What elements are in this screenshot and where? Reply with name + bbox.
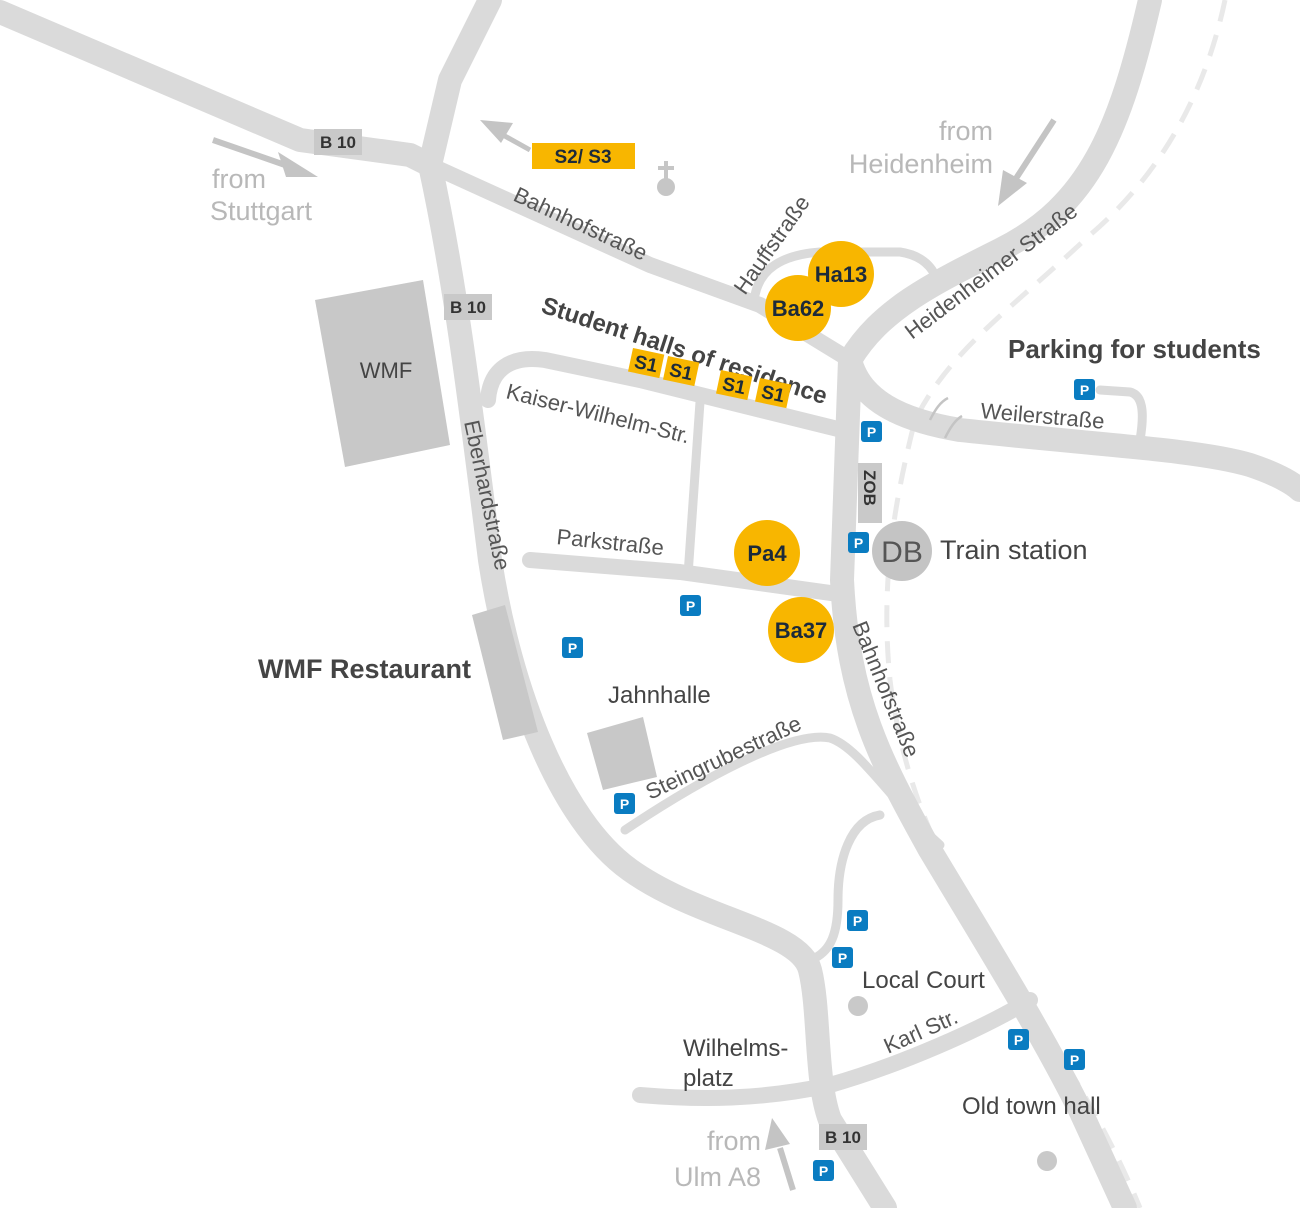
building-pa4[interactable]: Pa4	[734, 520, 800, 586]
svg-text:Pa4: Pa4	[747, 541, 787, 566]
local-court-dot	[848, 996, 868, 1016]
db-logo-icon: DB	[872, 521, 932, 581]
route-badge-b10-1: B 10	[314, 129, 362, 155]
wmf-building	[315, 280, 450, 467]
road-heidenheimer	[838, 0, 1162, 372]
svg-text:S1: S1	[759, 382, 787, 407]
svg-text:P: P	[853, 913, 862, 929]
road-court-loop	[810, 810, 885, 963]
road-kaiser-wilhelm	[480, 351, 858, 440]
tag-s1-3: S1	[716, 370, 753, 401]
parking-icon[interactable]: P	[1074, 379, 1095, 400]
road-karl	[632, 992, 1038, 1106]
from-heidenheim-line2: Heidenheim	[849, 149, 993, 179]
svg-text:S1: S1	[632, 352, 660, 377]
parking-icon[interactable]: P	[848, 532, 869, 553]
road-bahnhofstrasse-south	[830, 348, 1137, 1208]
svg-text:S1: S1	[720, 374, 748, 399]
from-stuttgart-line1: from	[212, 164, 266, 194]
road-weiler	[838, 348, 1300, 502]
road-b10-main	[418, 153, 897, 1208]
buildings: WMF	[315, 280, 657, 790]
road-parking-spur	[1095, 385, 1147, 445]
svg-text:P: P	[686, 598, 695, 614]
parking-icon[interactable]: P	[614, 793, 635, 814]
label-train-station: Train station	[940, 535, 1088, 565]
from-heidenheim-line1: from	[939, 116, 993, 146]
svg-text:S1: S1	[667, 360, 695, 385]
tag-s1-2: S1	[663, 356, 700, 387]
road-kaiser-link	[683, 397, 705, 580]
label-wilhelmsplatz-line1: Wilhelms-	[683, 1035, 788, 1062]
svg-text:P: P	[1080, 382, 1089, 398]
church-cross-icon	[657, 161, 675, 196]
svg-text:P: P	[620, 796, 629, 812]
from-stuttgart-line2: Stuttgart	[210, 196, 313, 226]
parking-icon[interactable]: P	[1008, 1029, 1029, 1050]
jahnhalle-building	[587, 717, 657, 790]
parking-icon[interactable]: P	[1064, 1049, 1085, 1070]
road-parkstrasse	[522, 552, 853, 603]
svg-text:Ba62: Ba62	[772, 296, 825, 321]
svg-text:P: P	[838, 950, 847, 966]
svg-text:B 10: B 10	[320, 133, 356, 152]
label-steingrubestrasse: Steingrubestraße	[642, 711, 806, 805]
svg-text:P: P	[867, 424, 876, 440]
label-jahnhalle: Jahnhalle	[608, 682, 711, 709]
svg-text:DB: DB	[881, 536, 923, 569]
direction-arrow-icon	[765, 1118, 796, 1191]
label-wilhelmsplatz-line2: platz	[683, 1065, 734, 1092]
direction-arrow-icon	[998, 118, 1057, 206]
label-local-court: Local Court	[862, 967, 985, 994]
svg-text:ZOB: ZOB	[860, 470, 879, 506]
svg-text:P: P	[819, 1163, 828, 1179]
route-badge-b10-2: B 10	[444, 294, 492, 320]
label-bahnhofstrasse-north: Bahnhofstraße	[510, 182, 651, 266]
label-wmf-restaurant: WMF Restaurant	[258, 654, 471, 684]
label-old-town-hall: Old town hall	[962, 1093, 1101, 1120]
tag-s1-1: S1	[628, 348, 665, 379]
svg-text:B 10: B 10	[825, 1128, 861, 1147]
road-steingrube	[620, 732, 945, 850]
label-eberhardstrasse: Eberhardstraße	[459, 418, 515, 573]
from-ulm-line1: from	[707, 1126, 761, 1156]
parking-icon[interactable]: P	[562, 637, 583, 658]
parking-icon[interactable]: P	[832, 947, 853, 968]
building-ba37[interactable]: Ba37	[768, 597, 834, 663]
zob-sign: ZOB	[858, 463, 882, 523]
svg-text:P: P	[568, 640, 577, 656]
road-north	[418, 0, 502, 177]
old-town-hall-dot	[1037, 1151, 1057, 1171]
svg-text:Ba37: Ba37	[775, 618, 828, 643]
wmf-label: WMF	[360, 358, 413, 383]
tag-s1-4: S1	[755, 378, 792, 409]
from-ulm-line2: Ulm A8	[674, 1162, 761, 1192]
svg-text:P: P	[1070, 1052, 1079, 1068]
direction-arrow-icon	[212, 137, 318, 177]
parking-icon[interactable]: P	[813, 1160, 834, 1181]
direction-arrow-icon	[480, 120, 532, 153]
minor-roads	[620, 247, 1147, 963]
tag-s2-s3: S2/ S3	[532, 143, 635, 169]
parking-icon[interactable]: P	[847, 910, 868, 931]
rail-crossing-mark	[928, 396, 963, 439]
svg-text:B 10: B 10	[450, 298, 486, 317]
label-parking-for-students: Parking for students	[1008, 334, 1261, 364]
route-badge-b10-3: B 10	[819, 1124, 867, 1150]
label-parkstrasse: Parkstraße	[555, 524, 665, 560]
parking-icon[interactable]: P	[680, 595, 701, 616]
parking-icon[interactable]: P	[861, 421, 882, 442]
svg-text:P: P	[854, 535, 863, 551]
svg-text:Ha13: Ha13	[815, 262, 868, 287]
svg-text:P: P	[1014, 1032, 1023, 1048]
wmf-restaurant-building	[472, 605, 538, 740]
svg-text:S2/ S3: S2/ S3	[554, 147, 611, 168]
building-ba62[interactable]: Ba62	[765, 275, 831, 341]
